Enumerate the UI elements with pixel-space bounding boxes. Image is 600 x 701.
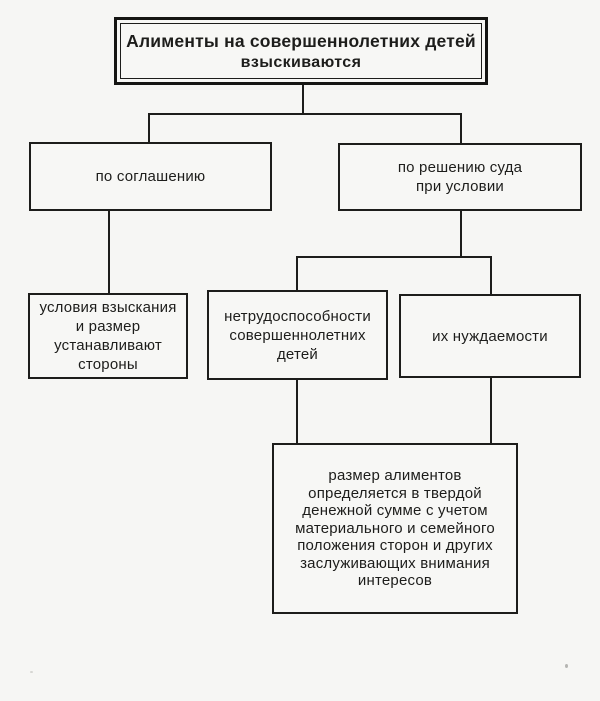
root-box: Алименты на совершеннолетних детей взыск… bbox=[114, 17, 488, 85]
connector-neediness-drop bbox=[490, 256, 492, 295]
connector-agreement-stem bbox=[108, 211, 110, 294]
connector-level2-horizontal bbox=[148, 113, 462, 115]
node-alimony-amount-label: размер алиментов определяется в твердой … bbox=[295, 467, 495, 590]
root-box-heading: Алименты на совершеннолетних детей bbox=[126, 30, 476, 51]
node-court-decision: по решению суда при условии bbox=[338, 143, 582, 211]
connector-court-stem bbox=[460, 211, 462, 258]
node-incapacity-label: нетрудоспособности совершеннолетних дете… bbox=[224, 307, 371, 363]
node-agreement: по соглашению bbox=[29, 142, 272, 211]
node-neediness: их нуждаемости bbox=[399, 294, 581, 378]
node-terms-by-parties: условия взыскания и размер устанавливают… bbox=[28, 293, 188, 379]
node-neediness-label: их нуждаемости bbox=[432, 327, 548, 345]
node-incapacity: нетрудоспособности совершеннолетних дете… bbox=[207, 290, 388, 380]
connector-root-stem bbox=[302, 85, 304, 114]
scan-speck bbox=[30, 671, 33, 673]
connector-court-drop bbox=[460, 113, 462, 144]
scan-speck bbox=[565, 664, 568, 668]
node-court-decision-label: по решению суда при условии bbox=[397, 159, 523, 195]
connector-incapacity-stem bbox=[296, 380, 298, 444]
node-agreement-label: по соглашению bbox=[95, 168, 206, 185]
connector-incapacity-drop bbox=[296, 256, 298, 291]
node-alimony-amount: размер алиментов определяется в твердой … bbox=[272, 443, 518, 614]
connector-agreement-drop bbox=[148, 113, 150, 143]
connector-conditions-horizontal bbox=[296, 256, 492, 258]
node-terms-by-parties-label: условия взыскания и размер устанавливают… bbox=[39, 299, 177, 373]
connector-neediness-stem bbox=[490, 378, 492, 444]
root-box-subheading: взыскиваются bbox=[240, 53, 362, 71]
root-box-inner-border: Алименты на совершеннолетних детей взыск… bbox=[120, 23, 482, 79]
